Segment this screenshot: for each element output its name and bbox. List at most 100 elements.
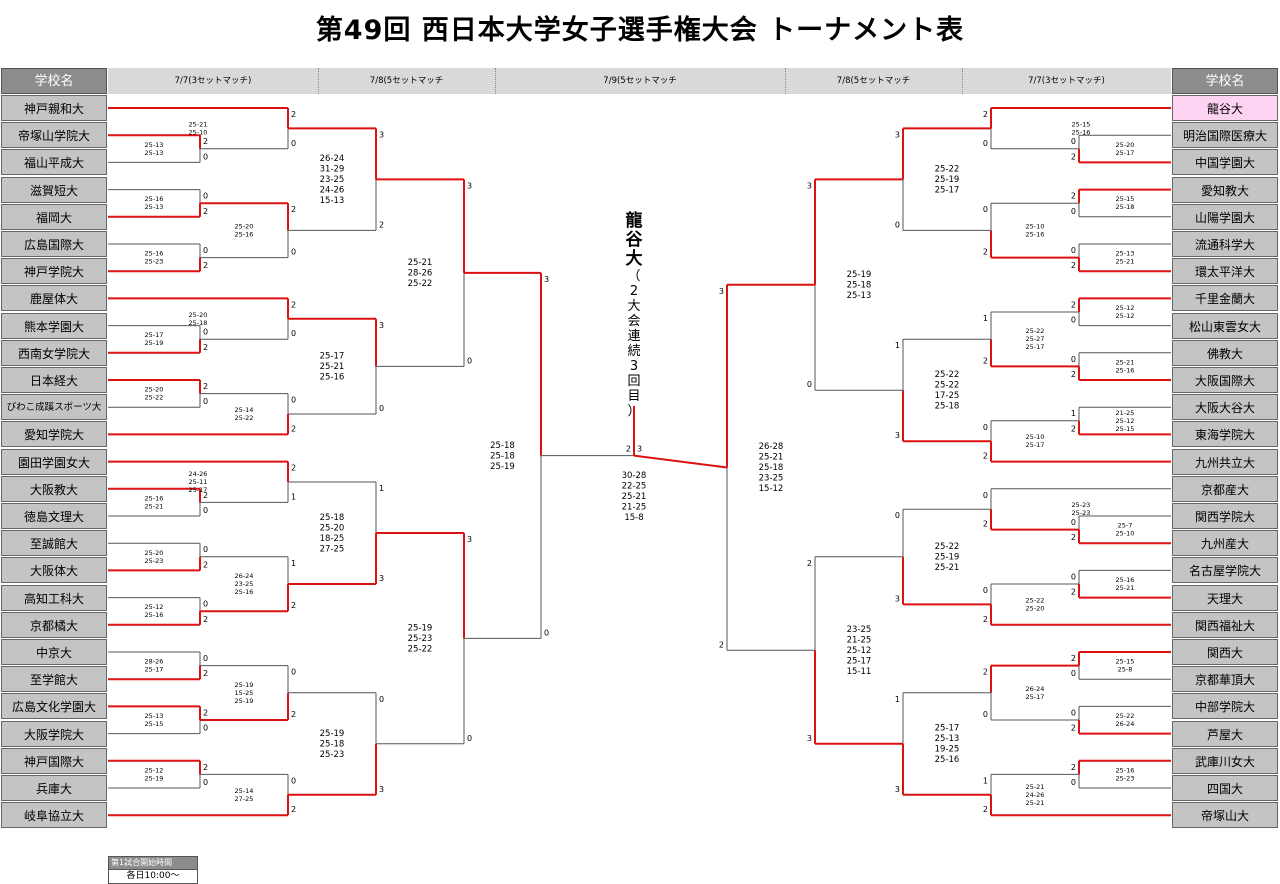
- set-score: 25-13: [935, 734, 960, 744]
- team-right: 松山東雲女大: [1172, 312, 1278, 339]
- set-score: 25-22: [235, 414, 254, 422]
- team-right: 大阪大谷大: [1172, 394, 1278, 421]
- team-left: 至誠館大: [1, 530, 107, 557]
- set-score: 25-14: [235, 406, 254, 414]
- team-right: 中部学院大: [1172, 693, 1278, 720]
- champion-note-char: 回: [627, 374, 641, 389]
- game-count: 2: [1071, 192, 1076, 201]
- team-left: 鹿屋体大: [1, 285, 107, 312]
- team-left: 中京大: [1, 639, 107, 665]
- team-right: 天理大: [1172, 584, 1278, 611]
- set-score: 27-25: [320, 544, 345, 554]
- set-score: 25-27: [1026, 335, 1045, 343]
- game-count: 2: [983, 248, 988, 257]
- game-count: 2: [203, 763, 208, 772]
- set-score: 25-19: [935, 175, 960, 185]
- game-count: 0: [291, 248, 296, 257]
- team-right: 関西大: [1172, 639, 1278, 665]
- game-count: 3: [637, 445, 642, 454]
- team-left: 日本経大: [1, 367, 107, 393]
- game-count: 2: [291, 464, 296, 473]
- team-right: 京都華頂大: [1172, 666, 1278, 693]
- game-count: 0: [467, 734, 472, 743]
- set-score: 25-18: [189, 319, 208, 327]
- game-count: 2: [1071, 424, 1076, 433]
- team-left: 徳島文理大: [1, 503, 107, 529]
- set-score: 25-18: [490, 451, 515, 461]
- set-score: 25-16: [320, 373, 345, 383]
- set-score: 25-21: [1026, 783, 1045, 791]
- set-score: 25-10: [1026, 433, 1045, 441]
- set-score: 25-19: [145, 339, 164, 347]
- game-count: 1: [983, 314, 988, 323]
- game-count: 2: [983, 520, 988, 529]
- set-score: 25-16: [1072, 128, 1091, 136]
- set-score: 23-25: [320, 175, 345, 185]
- set-score: 25-21: [1116, 258, 1135, 266]
- team-right: 九州産大: [1172, 530, 1278, 557]
- game-count: 3: [719, 287, 724, 296]
- set-score: 25-15: [1072, 120, 1091, 128]
- team-right: 明治国際医療大: [1172, 122, 1278, 149]
- set-score: 25-23: [145, 258, 164, 266]
- champion-note-char: （: [627, 269, 641, 284]
- set-score: 25-16: [145, 195, 164, 203]
- game-count: 3: [895, 431, 900, 440]
- set-score: 30-28: [622, 471, 647, 481]
- set-score: 25-16: [1116, 366, 1135, 374]
- set-score: 25-19: [235, 681, 254, 689]
- team-right: 関西学院大: [1172, 503, 1278, 529]
- game-count: 0: [203, 152, 208, 161]
- game-count: 2: [291, 205, 296, 214]
- game-count: 0: [1071, 669, 1076, 678]
- set-score: 25-23: [145, 557, 164, 565]
- set-score: 25-22: [408, 645, 433, 655]
- game-count: 2: [1071, 152, 1076, 161]
- champion-note-char: 連: [627, 329, 641, 344]
- game-count: 2: [1071, 588, 1076, 597]
- start-time-box: 第1試合開始時間 各日10:00〜: [108, 856, 198, 884]
- winner-path: [633, 454, 728, 469]
- date-divider: [318, 68, 319, 94]
- set-score: 25-10: [189, 128, 208, 136]
- set-score: 25-17: [935, 724, 960, 734]
- set-score: 25-13: [847, 291, 872, 301]
- game-count: 0: [1071, 316, 1076, 325]
- game-count: 0: [1071, 355, 1076, 364]
- set-score: 28-26: [408, 269, 433, 279]
- set-score: 25-21: [1116, 358, 1135, 366]
- page-title: 第49回 西日本大学女子選手権大会 トーナメント表: [315, 15, 965, 46]
- set-score: 15-8: [624, 513, 643, 523]
- set-score: 25-20: [189, 311, 208, 319]
- game-count: 2: [983, 805, 988, 814]
- set-score: 18-25: [320, 534, 345, 544]
- game-count: 0: [379, 404, 384, 413]
- set-score: 25-11: [189, 478, 208, 486]
- game-count: 2: [1071, 763, 1076, 772]
- set-score: 25-19: [847, 270, 872, 280]
- team-right: 環太平洋大: [1172, 258, 1278, 285]
- set-score: 23-25: [759, 474, 784, 484]
- set-score: 25-19: [145, 774, 164, 782]
- game-count: 2: [1071, 654, 1076, 663]
- team-right: 京都産大: [1172, 475, 1278, 502]
- game-count: 3: [467, 181, 472, 190]
- team-right: 佛教大: [1172, 339, 1278, 366]
- team-left: 高知工科大: [1, 584, 107, 611]
- set-score: 25-7: [1118, 522, 1133, 530]
- game-count: 0: [203, 724, 208, 733]
- team-right: 芦屋大: [1172, 720, 1278, 747]
- game-count: 3: [467, 535, 472, 544]
- set-score: 25-19: [408, 624, 433, 634]
- game-count: 0: [291, 668, 296, 677]
- game-count: 2: [1071, 261, 1076, 270]
- set-score: 25-22: [935, 370, 960, 380]
- game-count: 2: [983, 668, 988, 677]
- set-score: 25-16: [1026, 230, 1045, 238]
- champion-note-char: 2: [629, 284, 639, 299]
- champion-note-char: 続: [627, 344, 641, 359]
- set-score: 25-15: [145, 720, 164, 728]
- set-score: 25-19: [320, 729, 345, 739]
- set-score: 26-24: [1026, 685, 1045, 693]
